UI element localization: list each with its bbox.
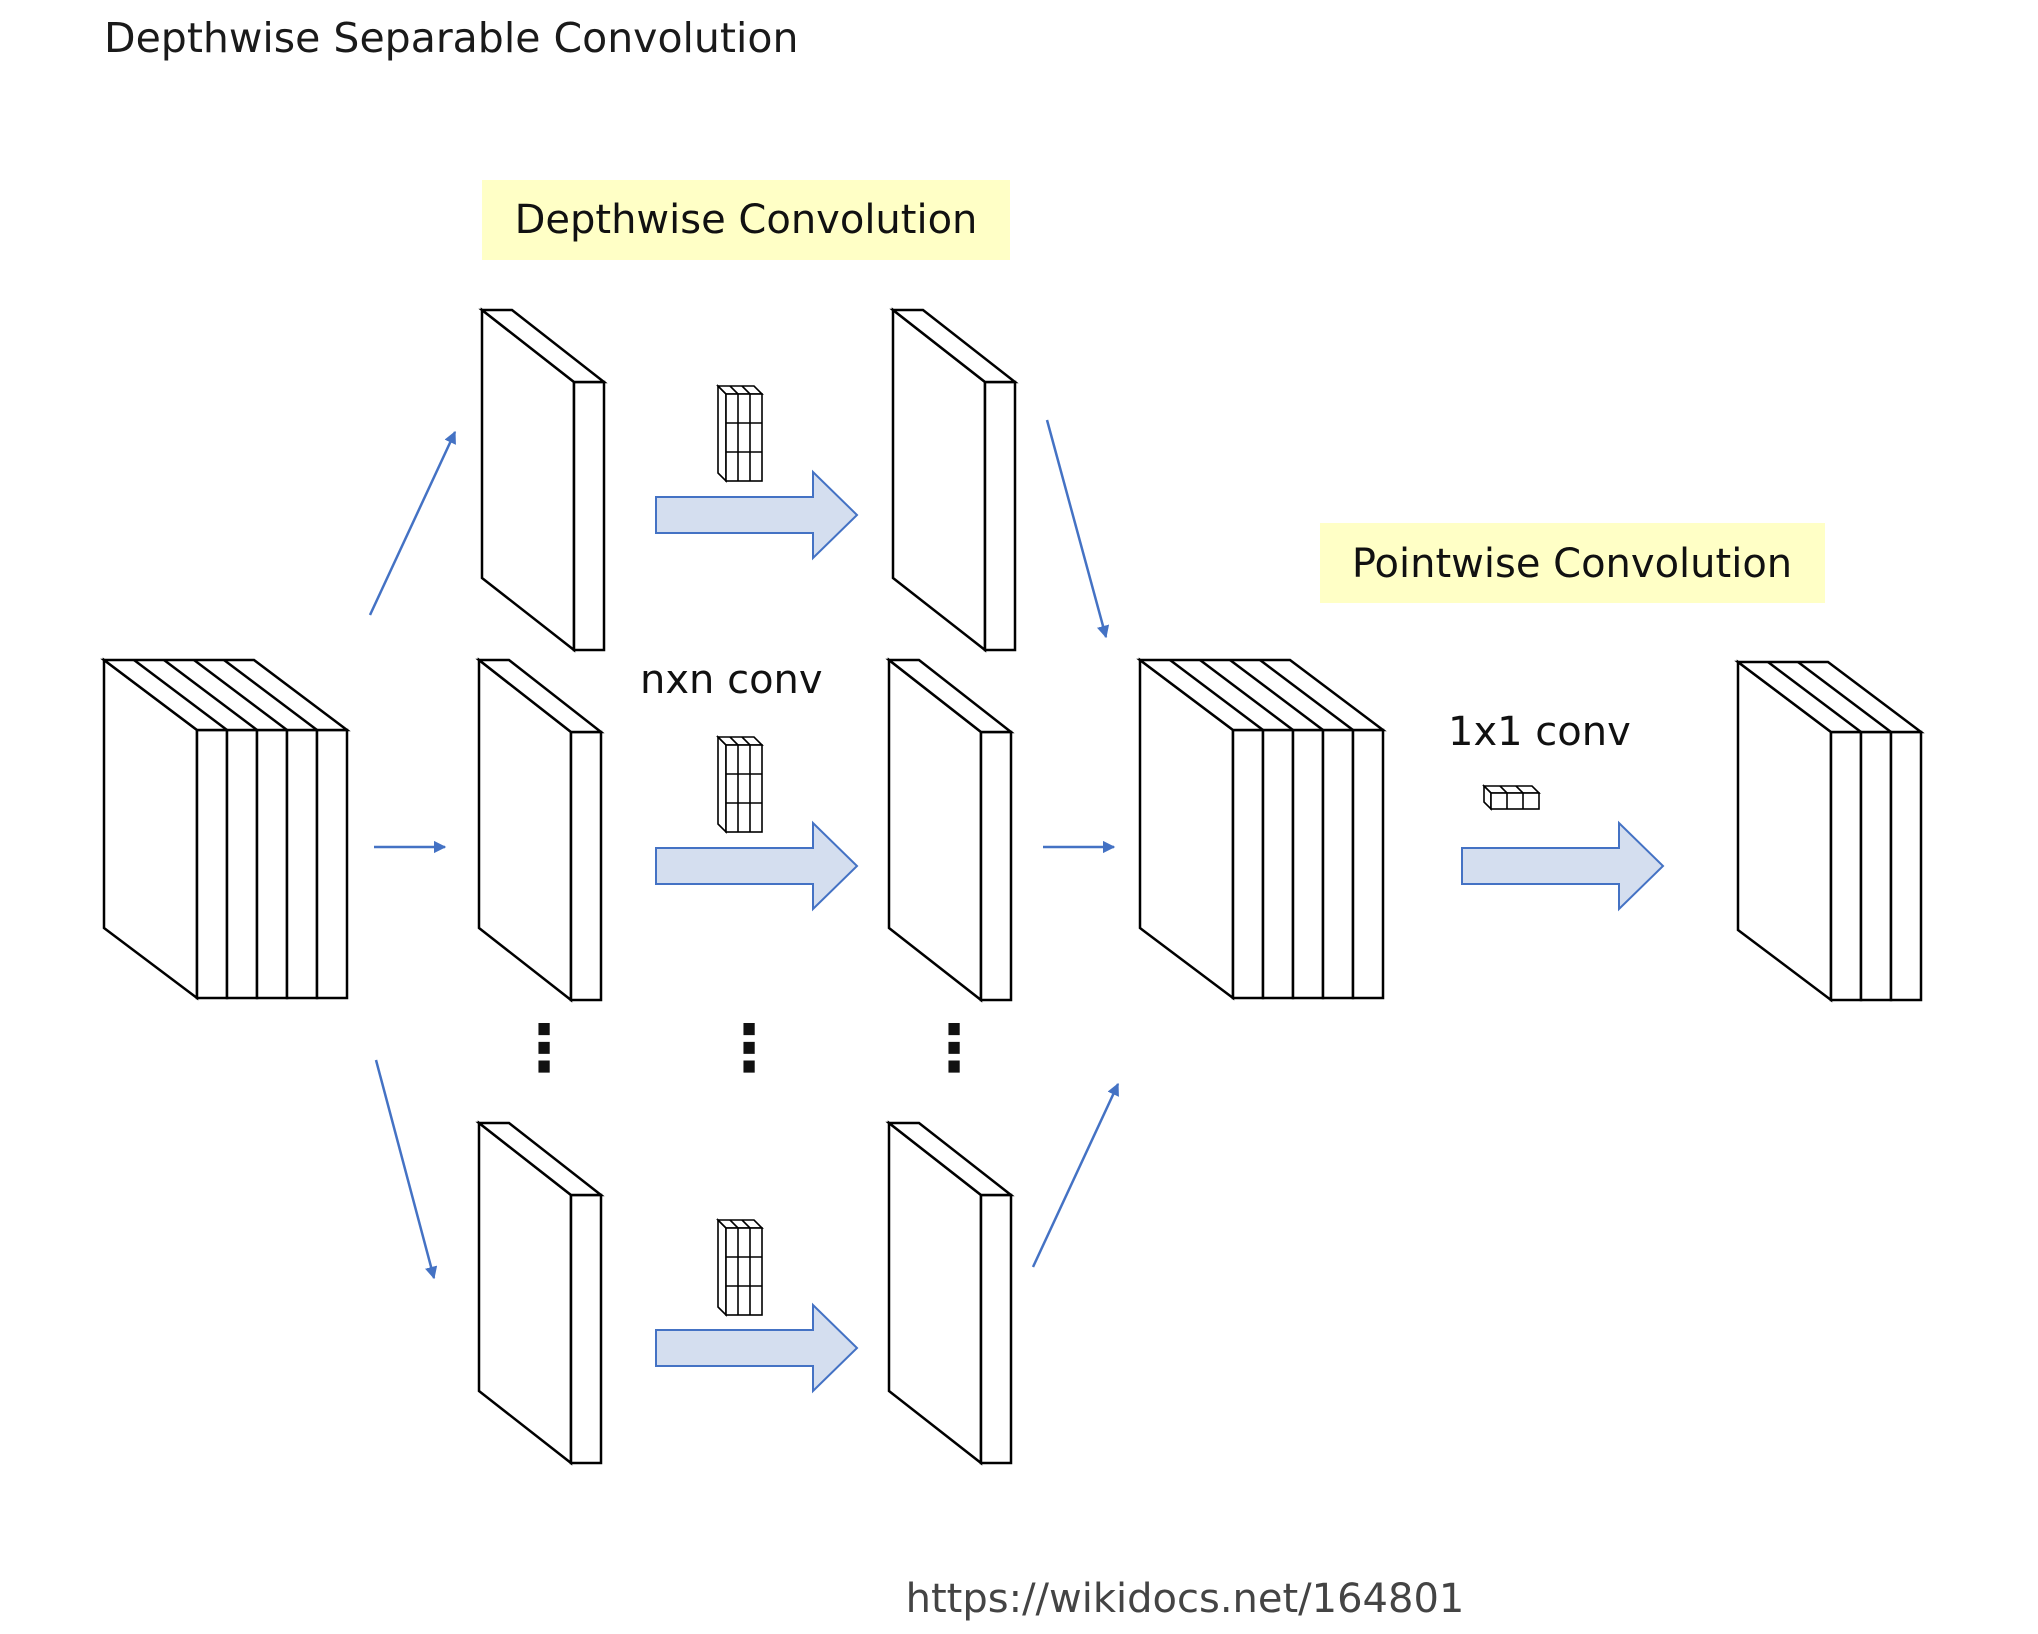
kernel-grid-line: [1515, 785, 1524, 794]
depthwise-convolution-label: Depthwise Convolution: [482, 180, 1010, 260]
source-url: https://wikidocs.net/164801: [906, 1576, 1465, 1622]
input-feature-map: [100, 657, 351, 1001]
nxn-kernel-icon-top: [716, 384, 764, 483]
page-title: Depthwise Separable Convolution: [104, 14, 798, 62]
depthwise-arrow-top: [655, 469, 859, 561]
slab-front-face: [983, 380, 1017, 652]
slab-top-edge: [193, 659, 288, 731]
slab-top-edge: [1199, 659, 1294, 731]
slab-front-face: [569, 1193, 603, 1465]
slab-front-face: [572, 380, 606, 652]
slab-top-face: [478, 308, 608, 384]
kernel-front: [725, 1227, 763, 1316]
kernel-top: [716, 736, 764, 746]
slab-front-face: [1829, 730, 1863, 1002]
slab-front-face: [1351, 728, 1385, 1000]
slab-front-face: [255, 728, 289, 1000]
kernel-grid-line: [729, 385, 739, 395]
slab-front-face: [225, 728, 259, 1000]
slab-top-face: [100, 658, 351, 732]
slab-top-edge: [1169, 659, 1264, 731]
depthwise-input-slice-top: [478, 307, 608, 653]
slab-top-edge: [1767, 661, 1862, 733]
slab-front-face: [979, 1193, 1013, 1465]
slab-top-edge: [133, 659, 228, 731]
output-feature-map: [1734, 659, 1925, 1003]
intermediate-feature-map: [1136, 657, 1387, 1001]
kernel-top: [1482, 785, 1541, 794]
slab-top-edge: [1259, 659, 1354, 731]
slab-front-face: [1231, 728, 1265, 1000]
kernel-grid-line: [741, 736, 751, 746]
slab-front-face: [285, 728, 319, 1000]
split-arrow-top: [368, 430, 457, 616]
slab-front-face: [1291, 728, 1325, 1000]
depthwise-arrow-middle: [655, 820, 859, 912]
slab-front-face: [569, 730, 603, 1002]
depthwise-label-highlight: [482, 180, 1010, 260]
depthwise-output-slice-middle: [885, 657, 1015, 1003]
one-by-one-kernel-icon: [1482, 784, 1541, 811]
pointwise-arrow: [1461, 820, 1665, 912]
ellipsis-kernel-column: ⋮: [717, 1012, 781, 1086]
slab-front-face: [1321, 728, 1355, 1000]
slab-top-face: [475, 658, 605, 734]
slab-front-face: [195, 728, 229, 1000]
kernel-side: [717, 384, 727, 483]
slab-top-face: [885, 1121, 1015, 1197]
slab-top-edge: [1797, 661, 1892, 733]
kernel-grid-line: [729, 1219, 739, 1229]
kernel-grid-line: [1499, 785, 1508, 794]
depthwise-output-slice-bottom: [885, 1120, 1015, 1466]
slab-front-face: [1889, 730, 1923, 1002]
kernel-side: [717, 1218, 727, 1317]
slab-top-face: [885, 658, 1015, 734]
slab-top-edge: [1229, 659, 1324, 731]
slab-front-face: [979, 730, 1013, 1002]
pointwise-label-highlight: [1320, 523, 1825, 603]
kernel-front: [725, 744, 763, 833]
slab-top-face: [1136, 658, 1387, 732]
kernel-grid-line: [741, 385, 751, 395]
one-by-one-conv-label: 1x1 conv: [1448, 709, 1631, 755]
depthwise-input-slice-bottom: [475, 1120, 605, 1466]
depthwise-arrow-bottom: [655, 1302, 859, 1394]
merge-arrow-top: [1045, 419, 1110, 639]
nxn-kernel-icon-bottom: [716, 1218, 764, 1317]
kernel-grid-line: [729, 736, 739, 746]
kernel-front: [725, 393, 763, 482]
nxn-conv-label: nxn conv: [640, 657, 823, 703]
kernel-grid-line: [741, 1219, 751, 1229]
merge-arrow-bottom: [1031, 1082, 1120, 1268]
ellipsis-input-column: ⋮: [512, 1012, 576, 1086]
kernel-front: [1490, 792, 1540, 810]
slab-top-edge: [223, 659, 318, 731]
depthwise-label-text: Depthwise Convolution: [515, 197, 978, 243]
slab-front-face: [1261, 728, 1295, 1000]
depthwise-output-slice-top: [889, 307, 1019, 653]
slab-top-edge: [163, 659, 258, 731]
split-arrow-bottom: [374, 1059, 438, 1280]
nxn-kernel-icon-middle: [716, 735, 764, 834]
slab-front-face: [1859, 730, 1893, 1002]
ellipsis-output-column: ⋮: [922, 1012, 986, 1086]
kernel-side: [717, 735, 727, 834]
pointwise-label-text: Pointwise Convolution: [1352, 541, 1792, 587]
kernel-top: [716, 1219, 764, 1229]
slab-front-face: [315, 728, 349, 1000]
depthwise-input-slice-middle: [475, 657, 605, 1003]
kernel-top: [716, 385, 764, 395]
slab-top-face: [889, 308, 1019, 384]
slab-top-face: [475, 1121, 605, 1197]
pointwise-convolution-label: Pointwise Convolution: [1320, 523, 1825, 603]
